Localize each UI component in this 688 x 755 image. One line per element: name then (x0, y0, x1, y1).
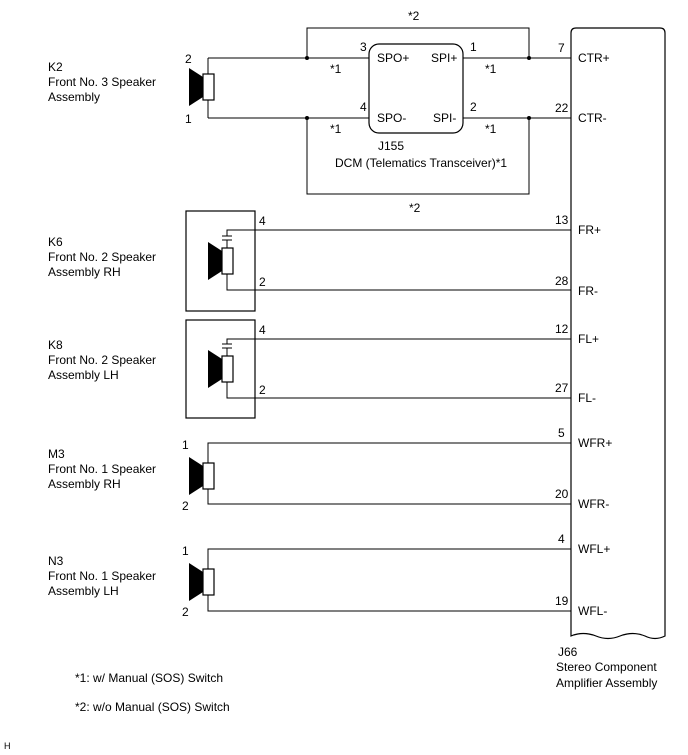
dcm-pin-spo-minus: SPO- (377, 111, 406, 125)
ctr-wiring (208, 27, 571, 195)
terminal-pin-12: 12 (555, 322, 569, 336)
terminal-pin-4: 4 (558, 532, 565, 546)
star2-mark-bottom: *2 (409, 201, 421, 215)
n3-code: N3 (48, 554, 64, 568)
star1-mark-spi-minus: *1 (485, 122, 497, 136)
terminal-label-fl-plus: FL+ (578, 332, 599, 346)
footnote-1: *1: w/ Manual (SOS) Switch (75, 671, 223, 685)
n3-name-line2: Assembly LH (48, 584, 119, 598)
speaker-icon (189, 563, 215, 601)
k8-name-line1: Front No. 2 Speaker (48, 353, 156, 367)
k2-code: K2 (48, 60, 63, 74)
k8-name-line2: Assembly LH (48, 368, 119, 382)
terminal-pin-27: 27 (555, 381, 569, 395)
terminal-pin-19: 19 (555, 594, 569, 608)
terminal-label-wfl-minus: WFL- (578, 604, 607, 618)
m3-pin-top: 1 (182, 438, 189, 452)
terminal-pin-20: 20 (555, 487, 569, 501)
speaker-icon (189, 68, 215, 106)
dcm-name: DCM (Telematics Transceiver)*1 (335, 156, 507, 170)
terminal-pin-7: 7 (558, 41, 565, 55)
n3-name-line1: Front No. 1 Speaker (48, 569, 156, 583)
terminal-pin-22: 22 (555, 101, 569, 115)
dcm-box (368, 43, 464, 134)
amplifier-name-line2: Amplifier Assembly (556, 676, 657, 690)
terminal-label-wfl-plus: WFL+ (578, 542, 610, 556)
k2-pin-top: 2 (185, 52, 192, 66)
terminal-label-ctr-minus: CTR- (578, 111, 607, 125)
star1-mark-spi-plus: *1 (485, 62, 497, 76)
terminal-pin-28: 28 (555, 274, 569, 288)
terminal-pin-5: 5 (558, 426, 565, 440)
dcm-pin-no-2: 2 (470, 100, 477, 114)
terminal-label-fr-plus: FR+ (578, 223, 601, 237)
dcm-pin-no-3: 3 (360, 40, 367, 54)
terminal-pin-13: 13 (555, 213, 569, 227)
star1-mark-spo-minus: *1 (330, 122, 342, 136)
k8-pin-bottom: 2 (259, 383, 266, 397)
k6-name-line2: Assembly RH (48, 265, 121, 279)
terminal-label-wfr-minus: WFR- (578, 497, 609, 511)
footnote-2: *2: w/o Manual (SOS) Switch (75, 700, 230, 714)
dcm-pin-spi-plus: SPI+ (431, 51, 457, 65)
m3-code: M3 (48, 447, 65, 461)
k6-pin-bottom: 2 (259, 275, 266, 289)
m3-name-line2: Assembly RH (48, 477, 121, 491)
n3-pin-bottom: 2 (182, 605, 189, 619)
k6-pin-top: 4 (259, 214, 266, 228)
k6-code: K6 (48, 235, 63, 249)
amplifier-block (570, 27, 666, 640)
amplifier-code: J66 (558, 645, 578, 659)
k6-name-line1: Front No. 2 Speaker (48, 250, 156, 264)
terminal-label-ctr-plus: CTR+ (578, 51, 610, 65)
star1-mark-spo-plus: *1 (330, 62, 342, 76)
n3-pin-top: 1 (182, 544, 189, 558)
dcm-pin-spi-minus: SPI- (433, 111, 456, 125)
star2-mark-top: *2 (408, 9, 420, 23)
dcm-code: J155 (378, 139, 404, 153)
k2-name-line1: Front No. 3 Speaker (48, 75, 156, 89)
dcm-pin-spo-plus: SPO+ (377, 51, 409, 65)
m3-name-line1: Front No. 1 Speaker (48, 462, 156, 476)
amplifier-name-line1: Stereo Component (556, 660, 657, 674)
k8-pin-top: 4 (259, 323, 266, 337)
m3-pin-bottom: 2 (182, 499, 189, 513)
terminal-label-fr-minus: FR- (578, 284, 598, 298)
k8-code: K8 (48, 338, 63, 352)
k2-name-line2: Assembly (48, 90, 100, 104)
speaker-icon (189, 457, 215, 495)
k2-pin-bottom: 1 (185, 112, 192, 126)
terminal-label-fl-minus: FL- (578, 391, 596, 405)
dcm-pin-no-4: 4 (360, 100, 367, 114)
corner-mark: H (4, 741, 11, 751)
dcm-pin-no-1: 1 (470, 40, 477, 54)
terminal-label-wfr-plus: WFR+ (578, 436, 612, 450)
